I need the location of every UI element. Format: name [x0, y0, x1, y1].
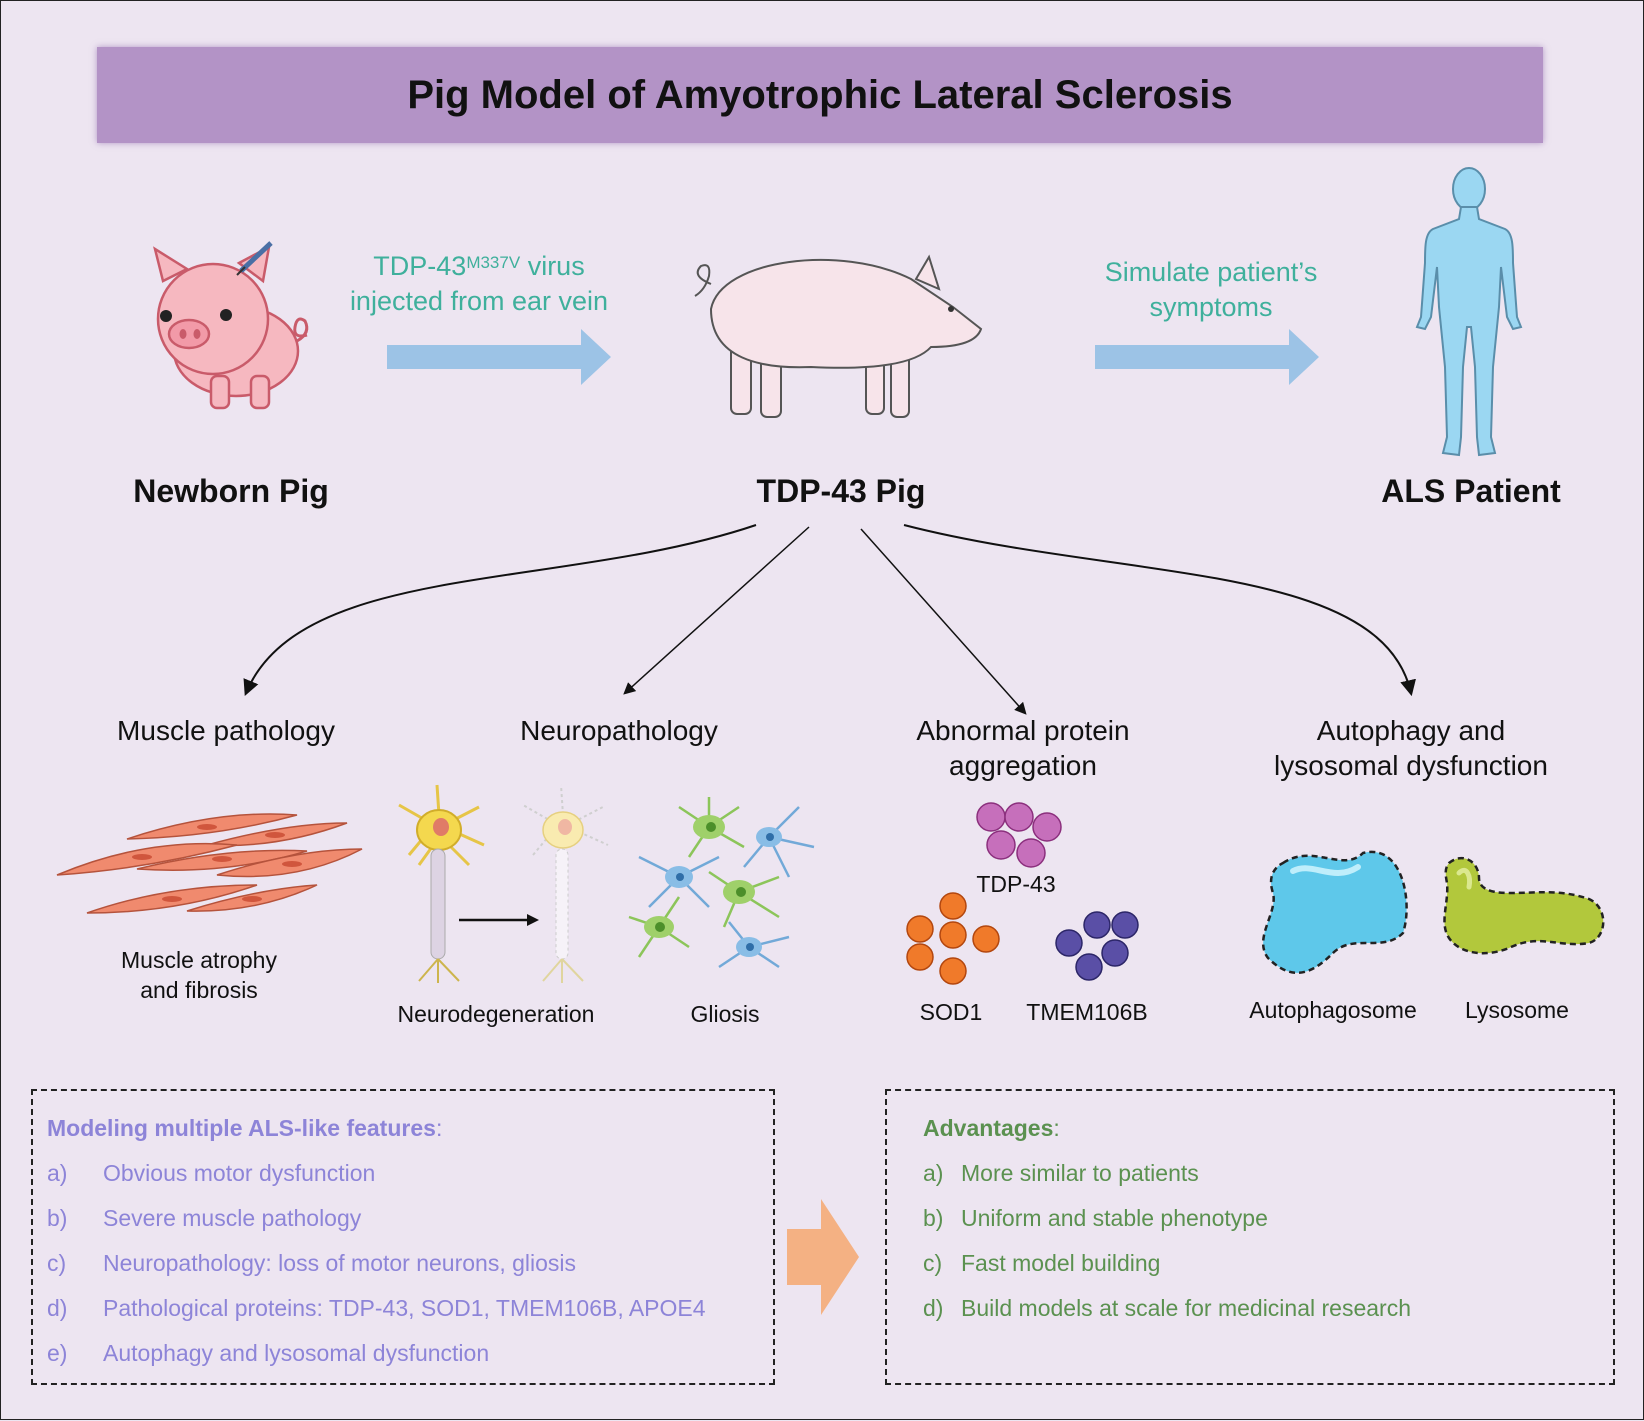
branch-arrow-muscle: [243, 524, 757, 696]
category-muscle: Muscle pathology: [81, 713, 371, 748]
features-item-letter: a): [47, 1160, 68, 1186]
tdp43-label: TDP-43: [976, 871, 1056, 897]
category-autophagy-line2: lysosomal dysfunction: [1274, 750, 1548, 781]
advantages-item-letter: a): [923, 1160, 944, 1186]
gliosis-icon: [628, 797, 815, 969]
features-item: d) Pathological proteins: TDP-43, SOD1, T…: [47, 1295, 706, 1322]
gliosis-label: Gliosis: [690, 1001, 760, 1027]
advantages-item-text: Uniform and stable phenotype: [961, 1205, 1268, 1231]
category-neuro-line1: Neuropathology: [520, 715, 718, 746]
features-item: e) Autophagy and lysosomal dysfunction: [47, 1340, 489, 1367]
autophagosome-icon: [1261, 850, 1408, 975]
title-bar: Pig Model of Amyotrophic Lateral Scleros…: [97, 47, 1543, 143]
category-protein-line2: aggregation: [949, 750, 1097, 781]
page-title: Pig Model of Amyotrophic Lateral Scleros…: [407, 72, 1233, 117]
advantages-item-text: Build models at scale for medicinal rese…: [961, 1295, 1411, 1321]
tdp43-pig-label: TDP-43 Pig: [756, 473, 926, 509]
lysosome-label: Lysosome: [1465, 997, 1569, 1023]
features-box: Modeling multiple ALS-like features: a) O…: [31, 1089, 775, 1385]
advantages-heading-colon: :: [1053, 1115, 1060, 1141]
als-patient-label: ALS Patient: [1381, 473, 1561, 509]
degeneration-arrow: [459, 914, 539, 926]
features-item-letter: d): [47, 1295, 68, 1321]
features-item-text: Severe muscle pathology: [103, 1205, 362, 1231]
category-neuro: Neuropathology: [479, 713, 759, 748]
category-muscle-line1: Muscle pathology: [117, 715, 335, 746]
orange-arrow: [787, 1199, 859, 1315]
advantages-item-text: More similar to patients: [961, 1160, 1199, 1186]
category-protein-line1: Abnormal protein: [916, 715, 1130, 746]
sod1-label: SOD1: [919, 999, 983, 1025]
tdp43-cluster-icon: [976, 802, 1062, 868]
features-item-letter: b): [47, 1205, 68, 1231]
muscle-caption: Muscle atrophy and fibrosis: [89, 945, 309, 1005]
advantages-item: d) Build models at scale for medicinal re…: [923, 1295, 1411, 1322]
features-item-text: Neuropathology: loss of motor neurons, g…: [103, 1250, 577, 1276]
advantages-heading-row: Advantages:: [923, 1115, 1060, 1142]
tmem106b-cluster-icon: [1055, 911, 1139, 981]
advantages-item: c) Fast model building: [923, 1250, 1160, 1277]
human-silhouette-icon: [1415, 167, 1523, 457]
neurodegeneration-label: Neurodegeneration: [397, 1001, 595, 1027]
features-heading-row: Modeling multiple ALS-like features:: [47, 1115, 442, 1142]
features-item-text: Obvious motor dysfunction: [103, 1160, 376, 1186]
branch-arrow-protein: [860, 528, 1027, 715]
features-heading-colon: :: [435, 1115, 443, 1141]
advantages-item-letter: b): [923, 1205, 944, 1231]
advantages-item-text: Fast model building: [961, 1250, 1161, 1276]
arrow1-caption: TDP-43M337V virus injected from ear vein: [329, 249, 629, 319]
healthy-neuron-icon: [398, 784, 485, 983]
syringe-icon: [236, 241, 273, 276]
muscle-caption-line1: Muscle atrophy: [121, 947, 277, 973]
features-item: a) Obvious motor dysfunction: [47, 1160, 375, 1187]
adult-pig-icon: [694, 254, 983, 418]
sod1-cluster-icon: [906, 892, 1000, 985]
blue-arrow-2: [1095, 329, 1319, 385]
autophagosome-label: Autophagosome: [1249, 997, 1417, 1023]
category-autophagy: Autophagy and lysosomal dysfunction: [1241, 713, 1581, 783]
advantages-item: a) More similar to patients: [923, 1160, 1199, 1187]
arrow1-mutation-superscript: M337V: [466, 253, 521, 272]
newborn-pig-icon: [153, 241, 309, 410]
newborn-pig-label: Newborn Pig: [133, 473, 329, 509]
advantages-item-letter: c): [923, 1250, 943, 1276]
lysosome-icon: [1443, 856, 1605, 955]
degenerated-neuron-icon: [522, 784, 609, 983]
advantages-item-letter: d): [923, 1295, 944, 1321]
arrow1-line1-prefix: TDP-43: [373, 251, 467, 281]
tmem106b-label: TMEM106B: [1026, 999, 1148, 1025]
features-heading: Modeling multiple ALS-like features: [47, 1115, 436, 1141]
arrow1-line1-suffix: virus: [520, 251, 585, 281]
arrow2-line2: symptoms: [1149, 292, 1273, 322]
advantages-box: Advantages: a) More similar to patients b…: [885, 1089, 1615, 1385]
branch-arrow-autophagy: [903, 524, 1416, 697]
arrow2-caption: Simulate patient’s symptoms: [1061, 255, 1361, 325]
category-autophagy-line1: Autophagy and: [1316, 715, 1506, 746]
arrow2-line1: Simulate patient’s: [1104, 257, 1318, 287]
muscle-fibers-icon: [56, 813, 363, 914]
branch-arrow-neuro: [623, 526, 810, 695]
advantages-heading: Advantages: [923, 1115, 1054, 1141]
features-item-text: Autophagy and lysosomal dysfunction: [103, 1340, 490, 1366]
advantages-item: b) Uniform and stable phenotype: [923, 1205, 1268, 1232]
muscle-caption-line2: and fibrosis: [140, 977, 258, 1003]
category-protein: Abnormal protein aggregation: [881, 713, 1165, 783]
features-item-text: Pathological proteins: TDP-43, SOD1, TME…: [103, 1295, 706, 1321]
features-item-letter: e): [47, 1340, 68, 1366]
arrow1-line2: injected from ear vein: [349, 286, 609, 316]
features-item-letter: c): [47, 1250, 67, 1276]
blue-arrow-1: [387, 329, 611, 385]
features-item: c) Neuropathology: loss of motor neurons,…: [47, 1250, 576, 1277]
features-item: b) Severe muscle pathology: [47, 1205, 361, 1232]
